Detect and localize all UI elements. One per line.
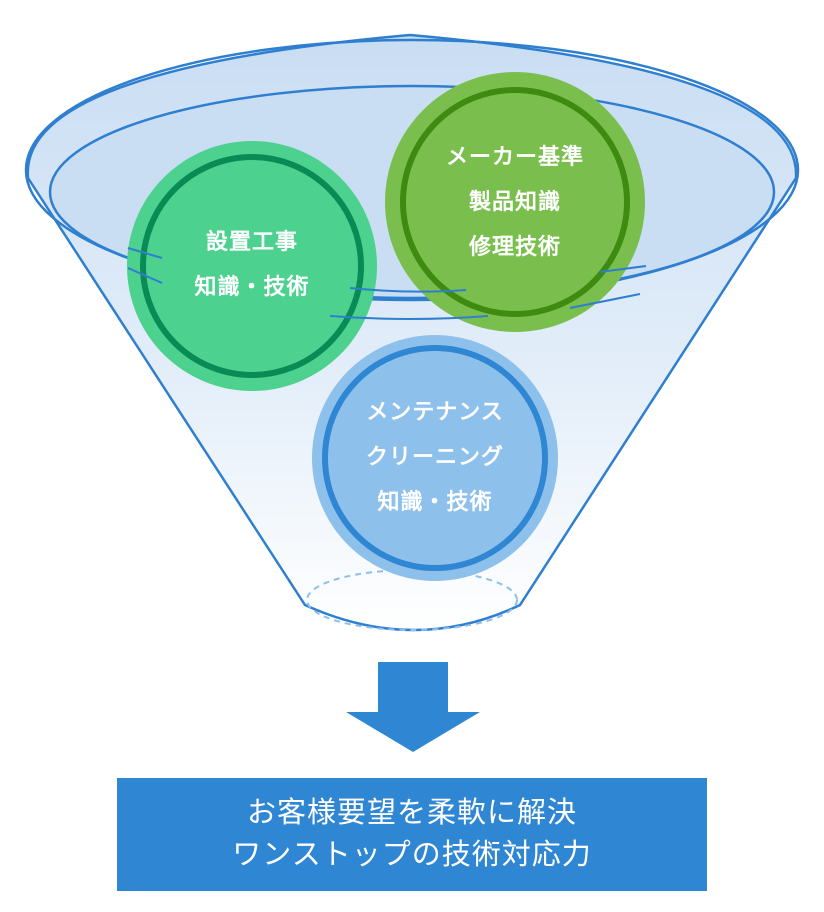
maker-line-1: メーカー基準 bbox=[445, 145, 584, 170]
rim-overlay-center bbox=[329, 287, 489, 320]
result-line-2: ワンストップの技術対応力 bbox=[232, 837, 592, 871]
maintenance-line-2: クリーニング bbox=[365, 445, 504, 470]
maintenance-text: メンテナンス クリーニング 知識・技術 bbox=[345, 390, 525, 525]
install-text: 設置工事 知識・技術 bbox=[172, 220, 332, 310]
maker-line-3: 修理技術 bbox=[468, 235, 561, 260]
rim-overlay-right bbox=[569, 265, 647, 309]
funnel-rim-outer bbox=[24, 38, 800, 302]
result-line-1: お客様要望を柔軟に解決 bbox=[246, 795, 577, 829]
maintenance-line-1: メンテナンス bbox=[366, 400, 504, 425]
rim-overlay-left bbox=[127, 247, 163, 284]
install-line-2: 知識・技術 bbox=[194, 275, 310, 300]
install-circle bbox=[127, 141, 377, 391]
result-box: お客様要望を柔軟に解決 ワンストップの技術対応力 bbox=[117, 778, 707, 891]
down-arrow-icon bbox=[346, 662, 480, 752]
maintenance-circle bbox=[312, 335, 558, 581]
maker-line-2: 製品知識 bbox=[468, 190, 561, 215]
maker-text: メーカー基準 製品知識 修理技術 bbox=[425, 135, 605, 270]
maker-circle bbox=[385, 72, 645, 332]
install-line-1: 設置工事 bbox=[205, 230, 298, 255]
maintenance-line-3: 知識・技術 bbox=[377, 490, 493, 515]
